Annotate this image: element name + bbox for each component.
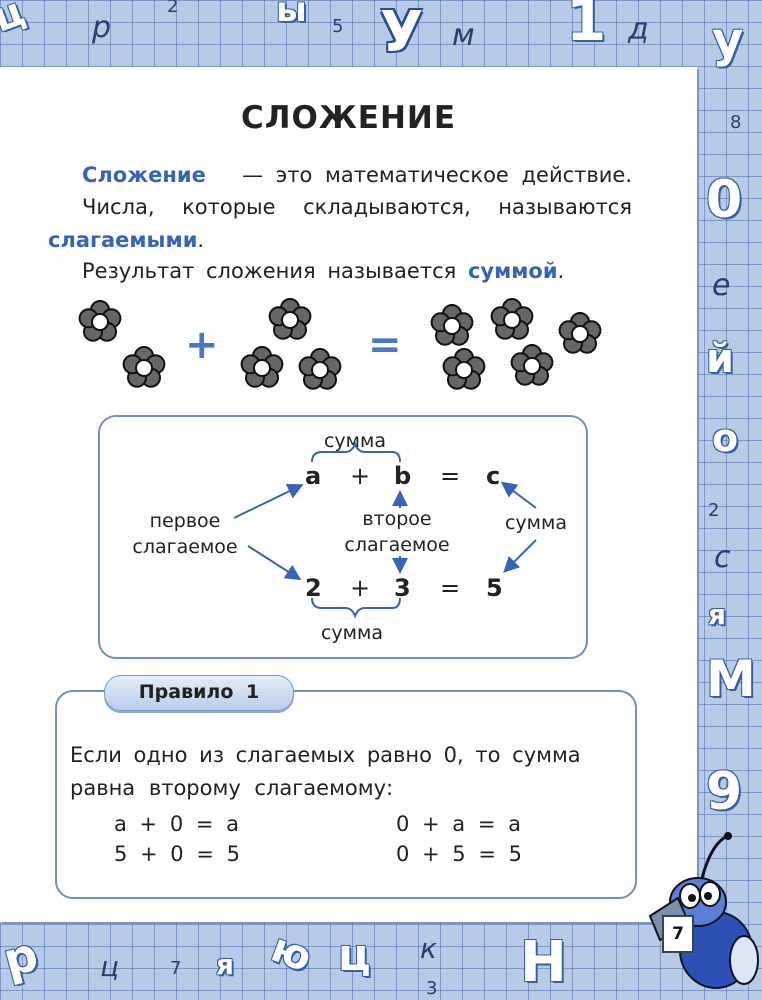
bg-letter: У [380,0,424,65]
rule-line-2: равна второму слагаемому: [70,776,394,800]
first-addend-label: первое слагаемое [130,508,240,560]
bg-letter: 9 [706,762,743,822]
arrow-first-bottom [247,545,302,581]
bg-letter: о [712,416,739,460]
arrow-first-top [233,484,304,519]
eq-bottom-5: 5 [486,574,503,602]
arrow-sum-top [500,481,537,509]
bg-letter: у [712,12,744,68]
second-addend-line: второе [362,508,432,530]
intro-line-2: Числа, которые складываются, называются [82,190,632,224]
intro-word: Числа, [82,195,155,219]
bottom-brace [311,597,401,619]
rule-box [55,690,637,899]
bg-letter: 7 [170,958,182,979]
bg-letter: 3 [426,978,438,999]
top-sum-label: сумма [323,430,386,452]
eq-top-plus: + [350,462,371,490]
intro-word: складываются, [303,195,471,219]
first-addend-line: первое [149,510,221,532]
bg-letter: Н [520,930,567,995]
term-addends: слагаемыми [48,228,198,252]
bg-letter: р [92,10,112,45]
bg-letter: я [708,598,726,631]
bg-letter: 2 [167,0,179,17]
eq-top-equals: = [440,462,461,490]
result-prefix: Результат сложения называется [82,259,457,283]
period: . [557,259,565,283]
intro-line-1: Сложение — это математическое действие. [82,158,632,192]
bg-letter: 0 [706,170,743,230]
bg-letter: с [714,540,731,575]
formula-right-1: 0 + а = а [396,812,521,836]
eq-bottom-plus: + [350,574,371,602]
rule-tab: Правило 1 [104,675,294,711]
bg-letter: 8 [730,112,742,133]
rule-tab-label: Правило 1 [138,681,260,703]
eq-top-c: c [486,462,501,490]
second-addend-line: слагаемое [344,534,450,556]
period: . [197,228,205,252]
term-addition: Сложение [82,163,206,187]
first-addend-line: слагаемое [132,536,238,558]
addition-scheme [98,415,588,659]
bg-letter: м [452,18,475,53]
intro-word: называются [498,195,632,219]
eq-bottom-equals: = [440,574,461,602]
bg-letter: я [216,948,234,981]
formula-left-2: 5 + 0 = 5 [114,842,240,866]
term-sum: суммой [467,259,558,283]
arrow-sum-bottom [503,539,537,573]
bg-letter: 1 [566,0,607,54]
bottom-sum-label: сумма [320,622,383,644]
page-title: СЛОЖЕНИЕ [240,100,457,136]
bg-letter: М [706,650,756,708]
definition-text: — это математическое действие. [242,163,632,187]
bee-mascot-icon [648,832,759,989]
bg-letter: ц [338,930,371,981]
eq-bottom-3: 3 [394,574,411,602]
bg-letter: 5 [332,16,344,37]
scheme-arrows [233,441,537,619]
second-addend-label: второе слагаемое [335,506,459,558]
bg-letter: д [628,12,649,47]
eq-top-b: b [394,462,412,490]
page-number: 7 [662,915,694,953]
eq-top-a: a [305,462,322,490]
intro-line-4: Результат сложения называется суммой. [82,254,632,288]
bg-letter: ы [276,0,307,30]
bg-letter: ю [265,924,318,982]
bg-letter: р [0,926,44,988]
bg-letter: к [420,932,437,965]
formula-left-1: а + 0 = а [114,812,239,836]
rule-line-1: Если одно из слагаемых равно 0, то сумма [70,743,581,767]
intro-word: которые [182,195,276,219]
bg-letter: е [712,268,731,303]
bg-letter: й [706,336,735,382]
top-brace [311,441,401,463]
eq-bottom-2: 2 [305,574,322,602]
intro-line-3: слагаемыми. [48,223,598,257]
bg-letter: 2 [708,500,720,521]
formula-right-2: 0 + 5 = 5 [396,842,522,866]
bg-letter: ц [100,950,120,983]
right-sum-label: сумма [504,512,567,534]
equals-sign: = [368,322,402,368]
plus-sign: + [185,322,219,368]
